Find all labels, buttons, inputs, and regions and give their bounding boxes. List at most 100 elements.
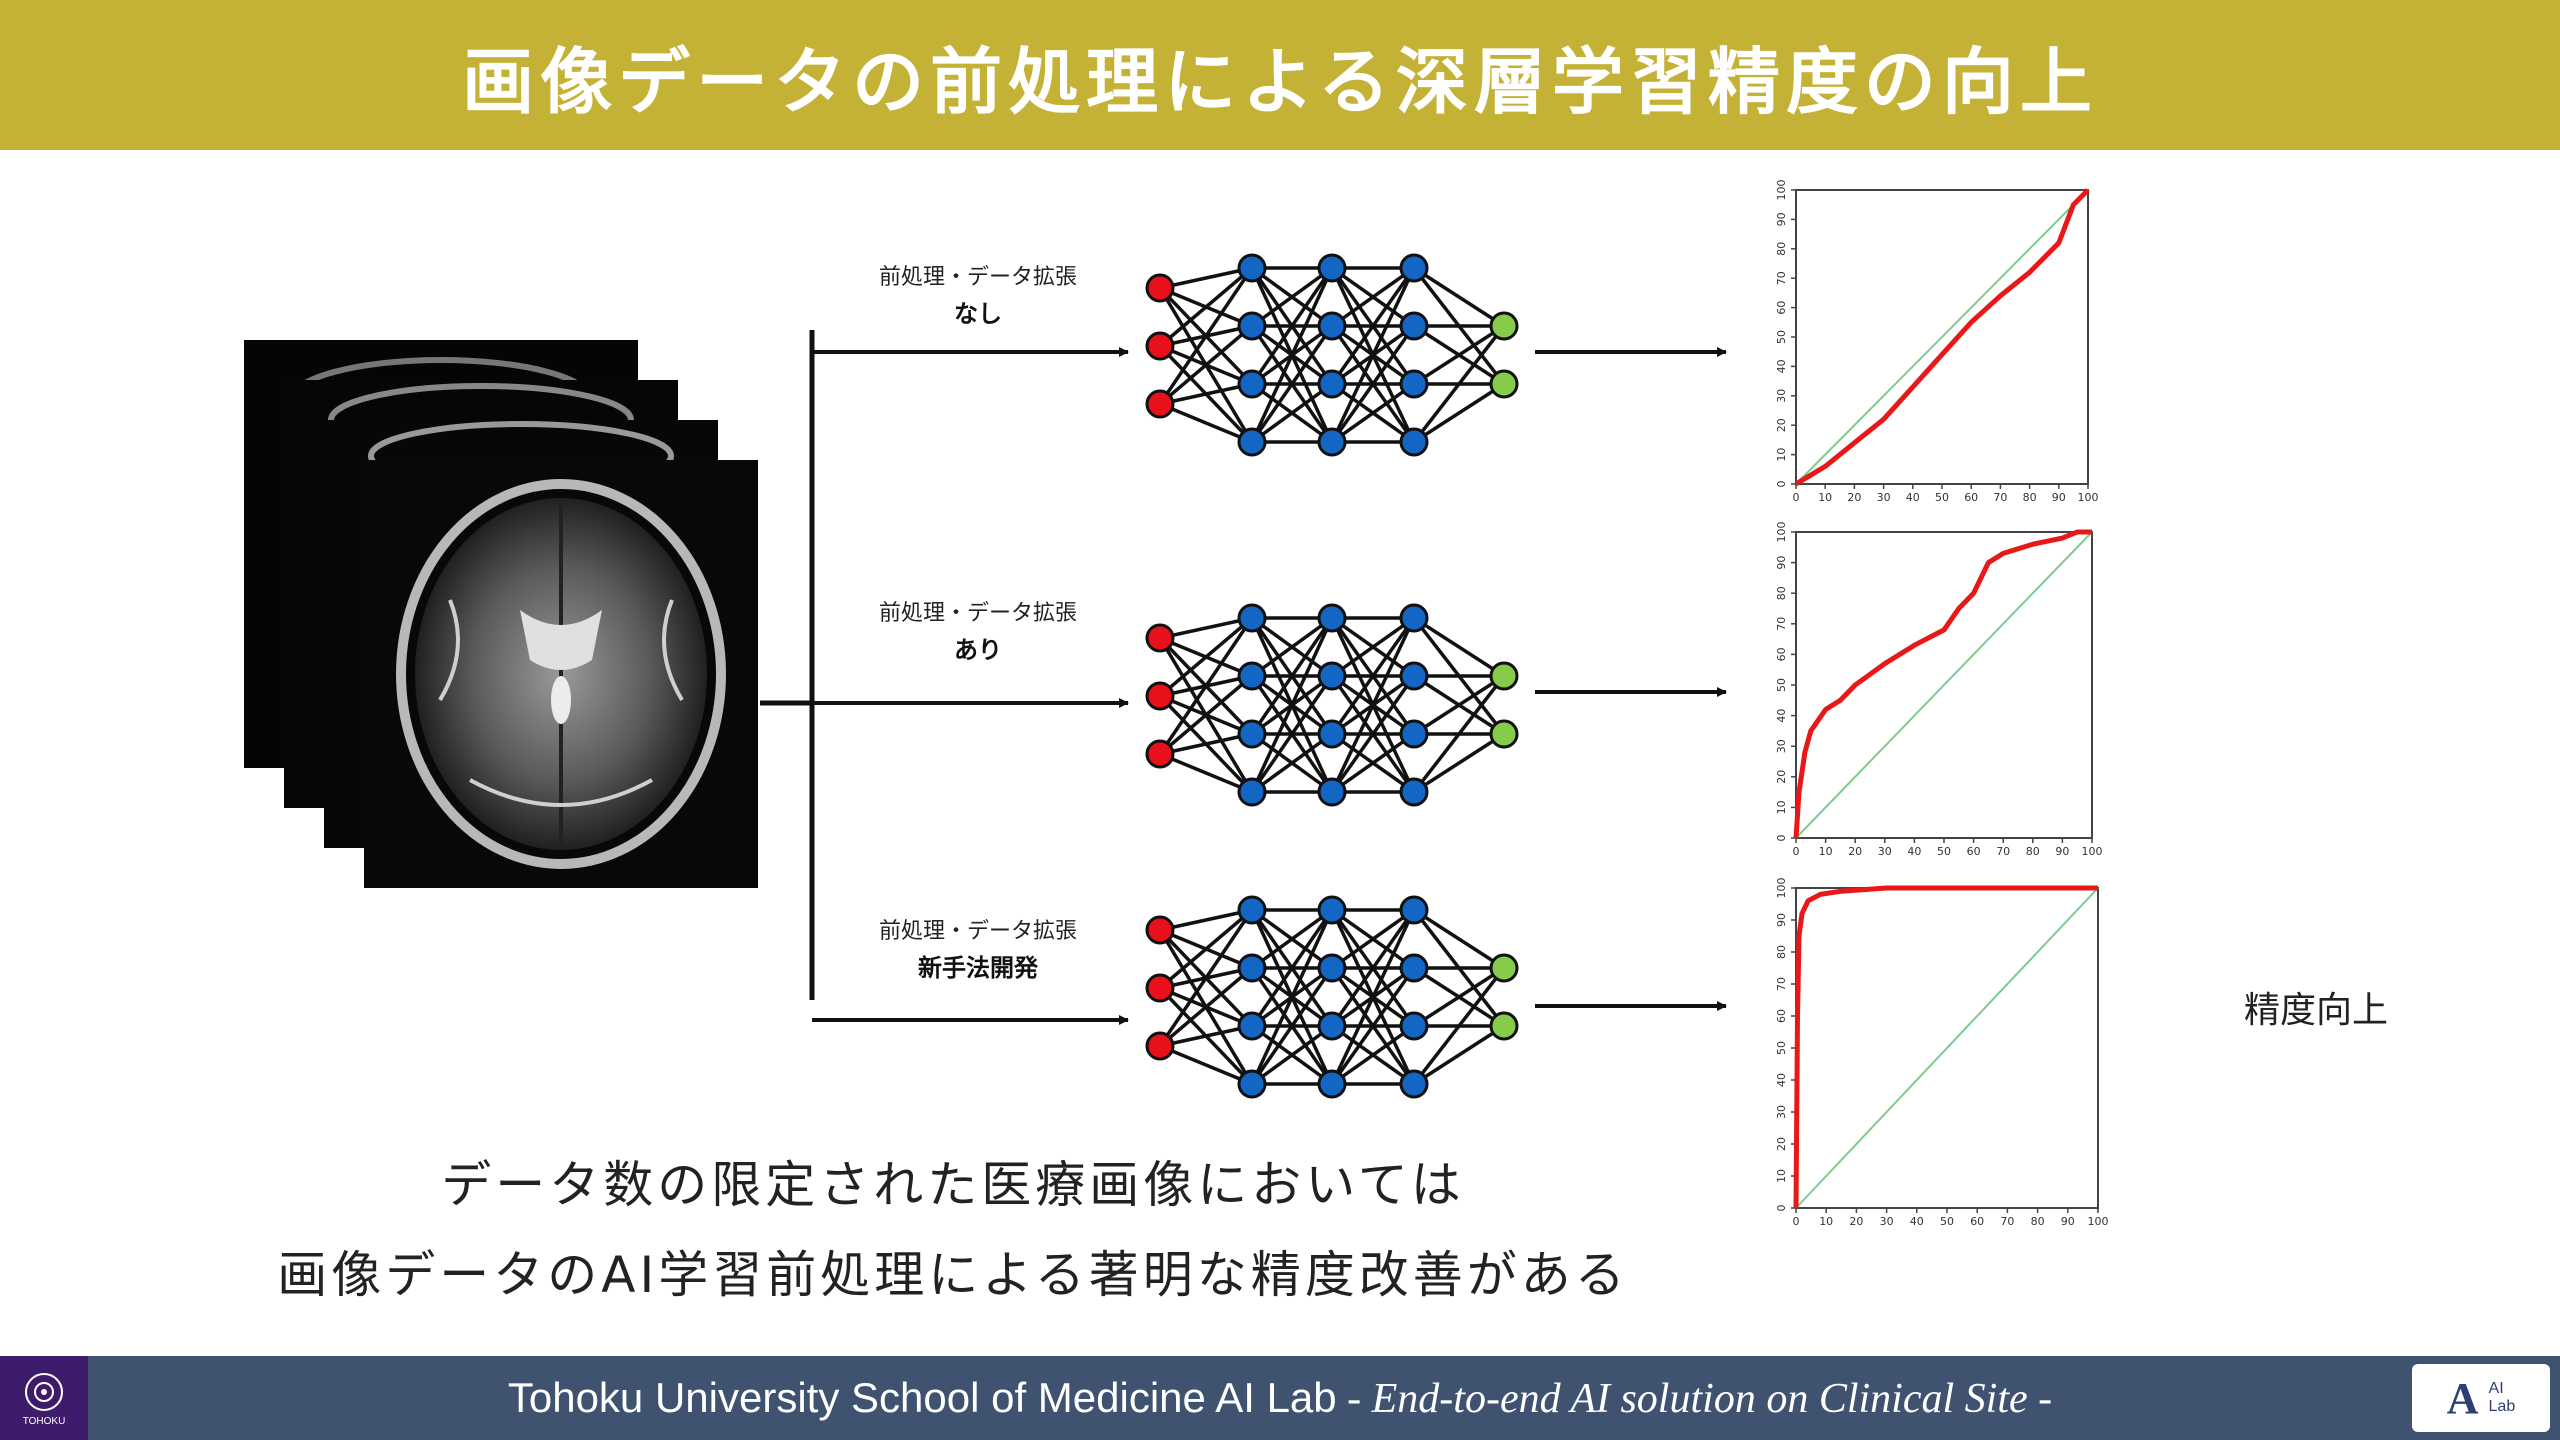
nn-edge — [1159, 1044, 1253, 1086]
y-tick-label: 30 — [1775, 389, 1788, 403]
nn-edge — [1330, 267, 1416, 443]
hidden-node — [1399, 369, 1429, 399]
chart-diagonal-line — [1795, 887, 2099, 1209]
hidden-node — [1399, 1069, 1429, 1099]
x-tick-label: 0 — [1793, 845, 1800, 858]
x-tick-label: 50 — [1940, 1215, 1954, 1228]
nn-edge — [1158, 616, 1254, 698]
hidden-node — [1399, 953, 1429, 983]
x-tick-label: 40 — [1910, 1215, 1924, 1228]
x-tick-label: 0 — [1793, 491, 1800, 504]
hidden-node — [1317, 1069, 1347, 1099]
y-tick-label: 0 — [1775, 835, 1788, 842]
ai-lab-logo-text: AI Lab — [2489, 1380, 2516, 1416]
y-tick-label: 100 — [1775, 878, 1788, 899]
y-tick-label: 90 — [1775, 556, 1788, 570]
y-tick-label: 10 — [1775, 1169, 1788, 1183]
conclusion-line-1: データ数の限定された医療画像においては — [441, 1156, 1465, 1214]
output-node — [1489, 1011, 1519, 1041]
input-node — [1145, 973, 1175, 1003]
x-tick-label: 40 — [1907, 845, 1921, 858]
hidden-node — [1399, 895, 1429, 925]
nn-edge — [1158, 908, 1254, 990]
nn-edge — [1250, 617, 1334, 735]
nn-edge — [1330, 324, 1416, 444]
input-node — [1145, 623, 1175, 653]
y-tick-label: 50 — [1775, 678, 1788, 692]
neural-network-1 — [1145, 253, 1519, 457]
chart-diagonal-line — [1795, 189, 2089, 485]
x-tick-label: 100 — [2078, 491, 2099, 504]
x-tick-label: 80 — [2023, 491, 2037, 504]
x-tick-label: 30 — [1878, 845, 1892, 858]
nn-edge — [1330, 732, 1416, 794]
output-node — [1489, 719, 1519, 749]
y-tick-label: 0 — [1775, 481, 1788, 488]
hidden-node — [1237, 719, 1267, 749]
hidden-node — [1317, 777, 1347, 807]
branch-1-label-top: 前処理・データ拡張 — [879, 265, 1077, 290]
nn-edge — [1159, 1024, 1253, 1048]
nn-edge — [1250, 732, 1334, 794]
y-tick-label: 80 — [1775, 242, 1788, 256]
x-tick-label: 10 — [1819, 1215, 1833, 1228]
hidden-node — [1399, 719, 1429, 749]
hidden-node — [1237, 1011, 1267, 1041]
x-tick-label: 50 — [1935, 491, 1949, 504]
nn-edge — [1250, 617, 1334, 793]
nn-edge — [1413, 732, 1505, 794]
nn-edge — [1413, 674, 1505, 736]
footer-sub-text: - End-to-end AI solution on Clinical Sit… — [1336, 1375, 2053, 1422]
hidden-node — [1317, 369, 1347, 399]
y-tick-label: 100 — [1775, 522, 1788, 543]
y-tick-label: 30 — [1775, 739, 1788, 753]
nn-edge — [1158, 909, 1254, 1047]
output-node — [1489, 311, 1519, 341]
nn-edge — [1330, 617, 1416, 793]
y-tick-label: 20 — [1775, 418, 1788, 432]
roc-curve — [1793, 529, 2092, 839]
x-tick-label: 70 — [1993, 491, 2007, 504]
y-tick-label: 80 — [1775, 945, 1788, 959]
x-tick-label: 80 — [2031, 1215, 2045, 1228]
hidden-node — [1237, 253, 1267, 283]
y-tick-label: 0 — [1775, 1205, 1788, 1212]
ai-lab-logo: A AI Lab — [2412, 1364, 2550, 1432]
hidden-node — [1237, 953, 1267, 983]
hidden-node — [1317, 253, 1347, 283]
branch-2-label-bottom: あり — [954, 636, 1002, 664]
x-tick-label: 30 — [1877, 491, 1891, 504]
nn-edge — [1250, 908, 1334, 970]
y-tick-label: 50 — [1775, 1041, 1788, 1055]
hidden-node — [1237, 603, 1267, 633]
hidden-node — [1237, 895, 1267, 925]
nn-edge — [1250, 616, 1334, 678]
tohoku-university-logo: TOHOKU — [0, 1356, 88, 1440]
y-tick-label: 60 — [1775, 647, 1788, 661]
nn-edge — [1250, 967, 1334, 1085]
hidden-node — [1317, 661, 1347, 691]
nn-edge — [1159, 266, 1253, 290]
nn-edge — [1330, 616, 1416, 736]
nn-edge — [1330, 908, 1416, 1028]
hidden-node — [1317, 1011, 1347, 1041]
neural-network-3 — [1145, 895, 1519, 1099]
nn-edge — [1412, 324, 1506, 444]
nn-edge — [1330, 674, 1416, 794]
hidden-node — [1317, 719, 1347, 749]
nn-edge — [1330, 966, 1416, 1086]
input-node — [1145, 681, 1175, 711]
y-tick-label: 60 — [1775, 1009, 1788, 1023]
ai-lab-logo-mark: A — [2446, 1373, 2479, 1423]
nn-edge — [1250, 266, 1334, 328]
input-node — [1145, 331, 1175, 361]
x-tick-label: 10 — [1819, 845, 1833, 858]
output-node — [1489, 661, 1519, 691]
y-tick-label: 10 — [1775, 800, 1788, 814]
nn-edge — [1413, 908, 1505, 970]
hidden-node — [1399, 1011, 1429, 1041]
y-tick-label: 60 — [1775, 301, 1788, 315]
